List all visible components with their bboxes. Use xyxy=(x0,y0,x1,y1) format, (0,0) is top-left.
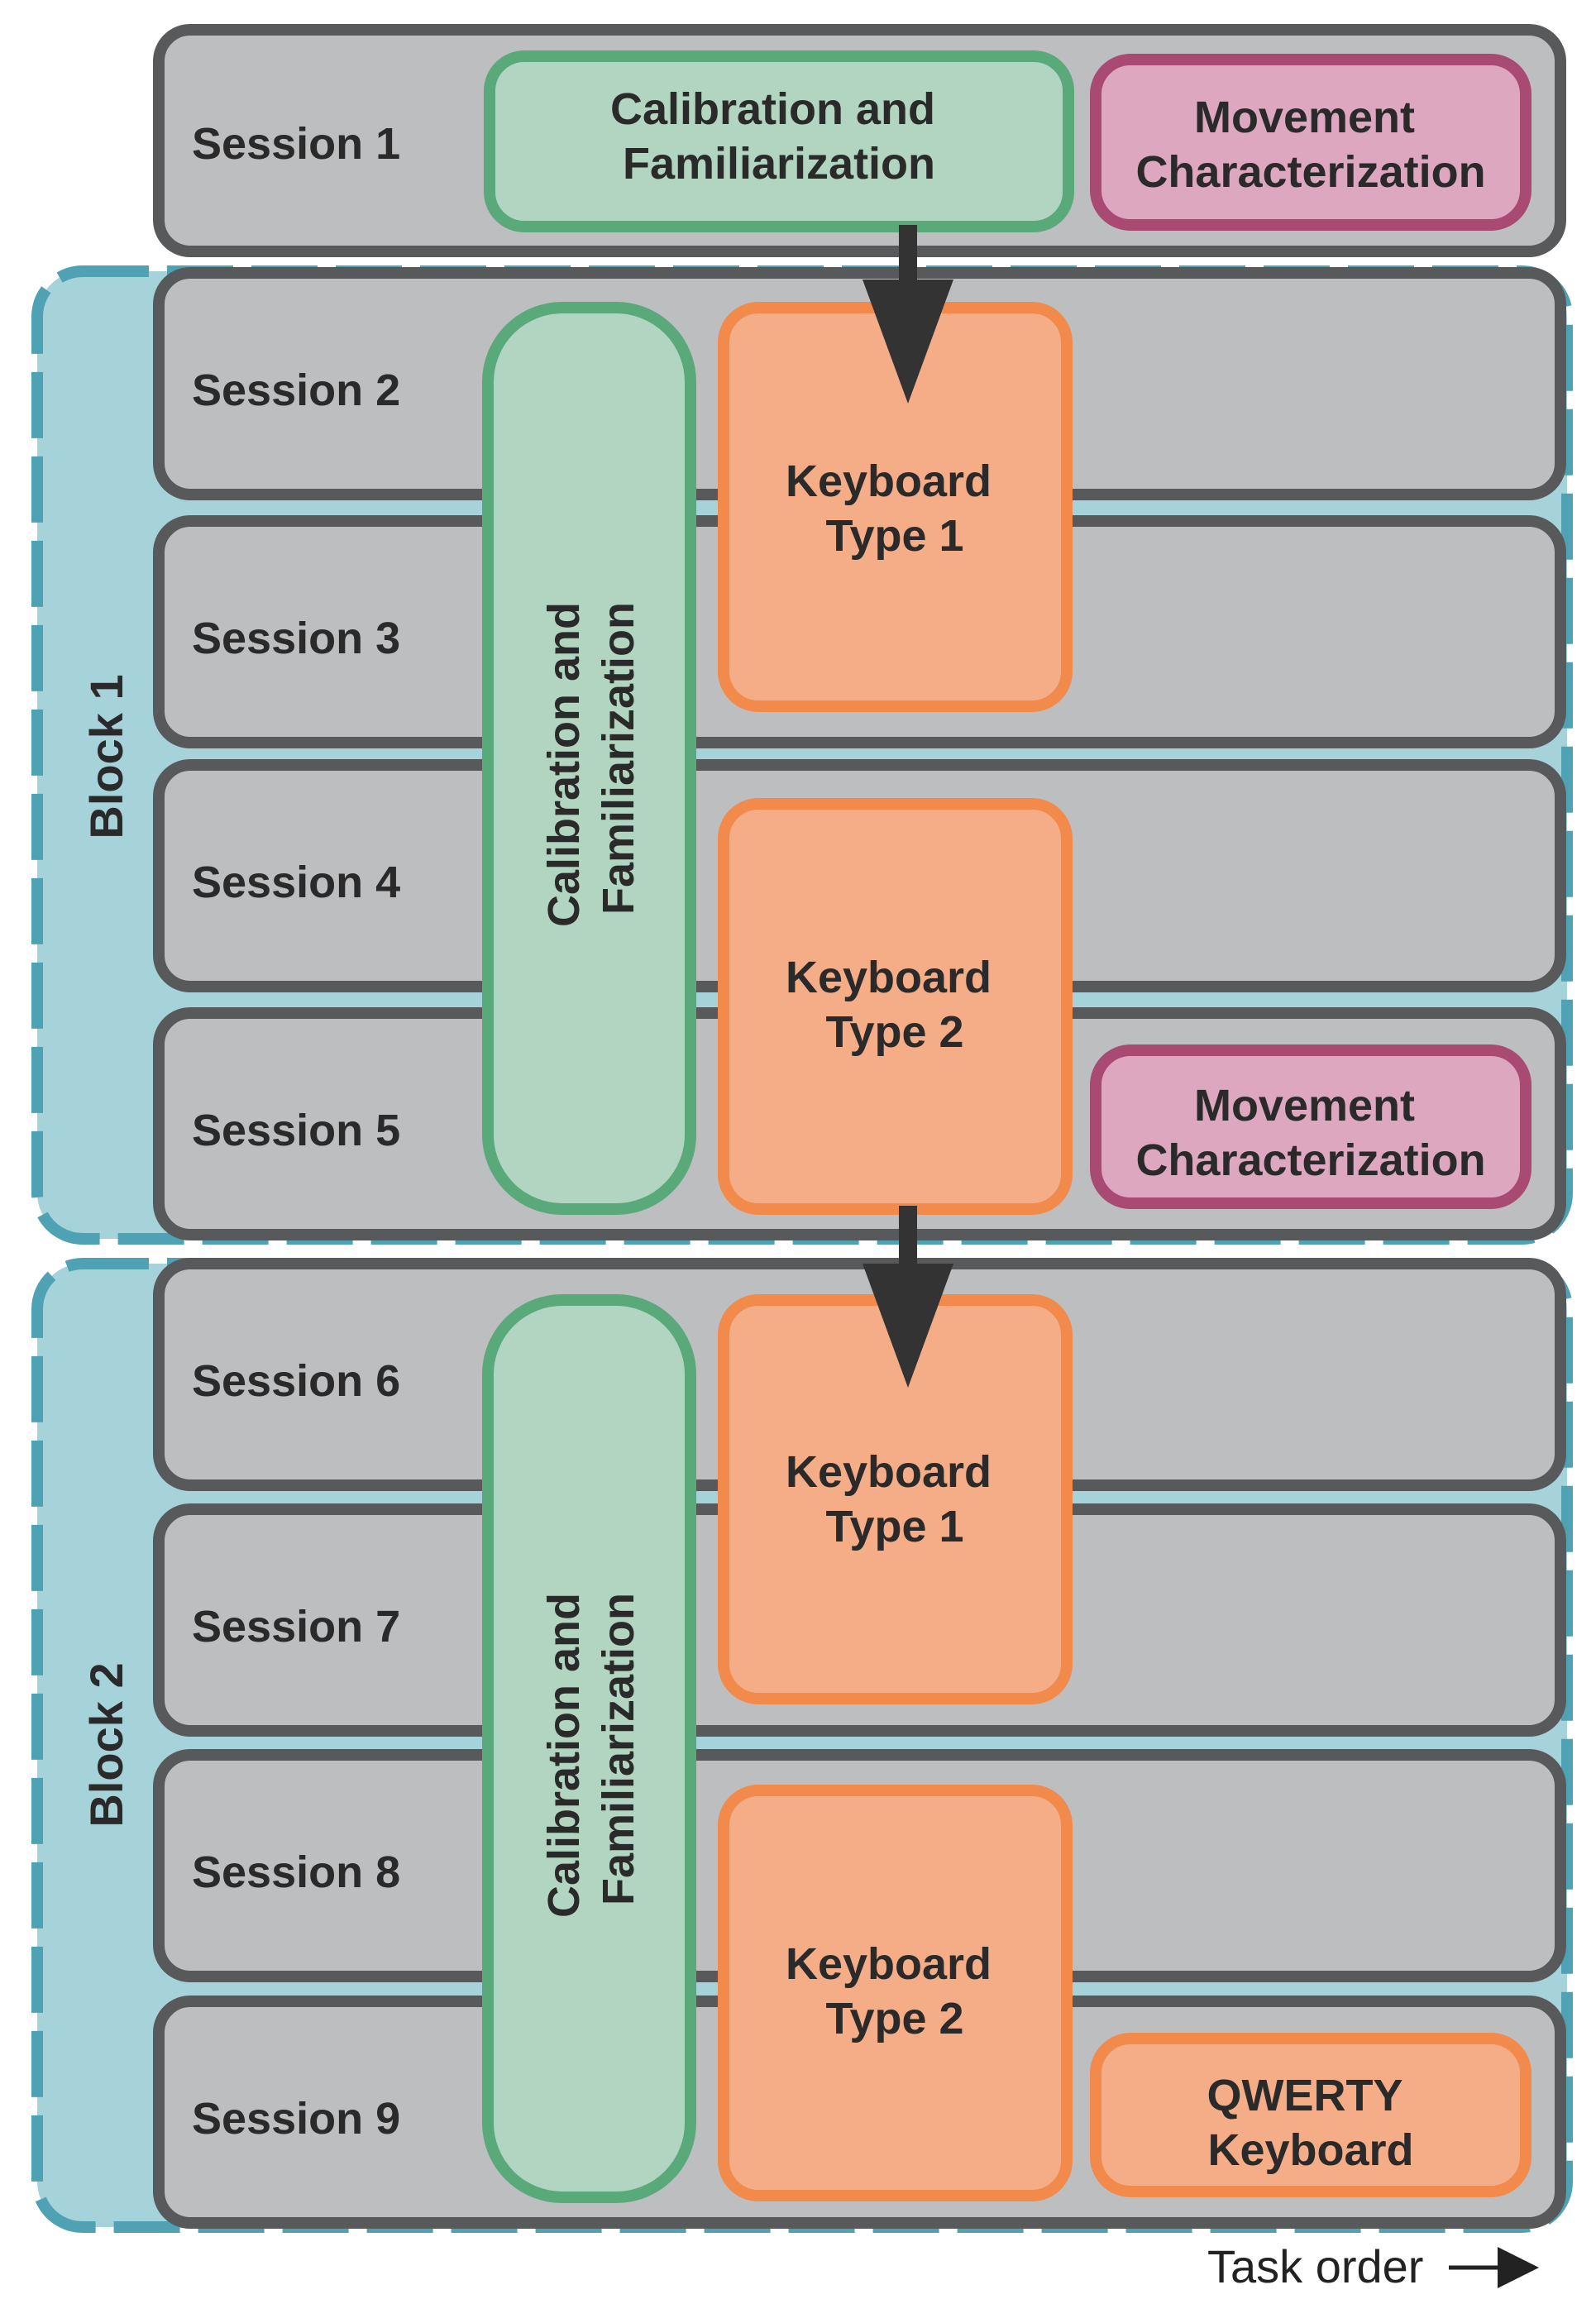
block-2-qwerty-label: QWERTY Keyboard xyxy=(1207,2071,1414,2175)
block-1-keyboard-1-line-1: Keyboard xyxy=(786,456,992,506)
block-1-calibration-shape xyxy=(482,302,696,1215)
block-1-label: Block 1 xyxy=(80,674,132,839)
block-2-keyboard-2-line-1: Keyboard xyxy=(786,1939,992,1989)
session-7-label: Session 7 xyxy=(192,1602,400,1651)
session-2-label: Session 2 xyxy=(192,366,400,415)
block-1-keyboard-2-line-1: Keyboard xyxy=(786,953,992,1002)
block-2-label: Block 2 xyxy=(80,1662,132,1827)
session-8-label: Session 8 xyxy=(192,1847,400,1897)
flow-arrow-block-1-to-block-2 xyxy=(863,1206,953,1388)
block-2-keyboard-2-box: Keyboard Type 2 xyxy=(718,1785,1073,2201)
block-2-calibration-shape xyxy=(482,1294,696,2203)
block-2-keyboard-2-shape xyxy=(718,1785,1073,2201)
block-2-calibration-line-2: Familiarization xyxy=(594,1593,643,1905)
block-2-calibration-box: Calibration and Familiarization xyxy=(482,1294,696,2203)
block-1-calibration-label: Calibration and Familiarization xyxy=(539,590,643,927)
session-1-calibration-box: Calibration and Familiarization xyxy=(484,50,1074,232)
block-2-qwerty-line-1: QWERTY xyxy=(1207,2071,1402,2120)
session-1-calibration-shape xyxy=(484,50,1074,232)
block-2-calibration-line-1: Calibration and xyxy=(539,1593,589,1918)
block-2-keyboard-2-label: Keyboard Type 2 xyxy=(786,1939,1004,2043)
block-2-qwerty-box: QWERTY Keyboard xyxy=(1090,2033,1531,2197)
task-order-legend: Task order xyxy=(1207,2240,1539,2292)
block-2-keyboard-1-box: Keyboard Type 1 xyxy=(718,1294,1073,1704)
session-1-movement-line-1: Movement xyxy=(1194,93,1415,142)
block-1-calibration-line-2: Familiarization xyxy=(594,602,643,915)
block-2-keyboard-1-line-2: Type 1 xyxy=(825,1502,963,1551)
block-1-movement-line-2: Characterization xyxy=(1135,1135,1485,1185)
flow-arrow-1-head xyxy=(863,280,953,404)
block-2-keyboard-1-label: Keyboard Type 1 xyxy=(786,1447,1004,1551)
session-4-label: Session 4 xyxy=(192,858,400,907)
session-1-movement-shape xyxy=(1090,54,1531,231)
block-1-keyboard-2-box: Keyboard Type 2 xyxy=(718,798,1073,1215)
flow-arrow-session-1-to-block-1 xyxy=(863,225,953,404)
session-1-movement-box: Movement Characterization xyxy=(1090,54,1531,231)
session-1-calibration-line-1: Calibration and xyxy=(610,84,935,134)
block-2-keyboard-1-shape xyxy=(718,1294,1073,1704)
block-1-calibration-line-1: Calibration and xyxy=(539,602,589,927)
block-2-keyboard-2-line-2: Type 2 xyxy=(825,1994,963,2043)
session-1-calibration-line-2: Familiarization xyxy=(623,139,935,189)
block-1-keyboard-1-line-2: Type 1 xyxy=(825,511,963,561)
block-2-qwerty-line-2: Keyboard xyxy=(1207,2125,1413,2175)
block-1-calibration-box: Calibration and Familiarization xyxy=(482,302,696,1215)
block-1-movement-shape xyxy=(1090,1044,1531,1209)
block-1-movement-label: Movement Characterization xyxy=(1135,1081,1485,1185)
task-order-label: Task order xyxy=(1207,2240,1423,2292)
session-3-label: Session 3 xyxy=(192,614,400,663)
block-1-keyboard-1-label: Keyboard Type 1 xyxy=(786,456,1004,561)
session-5-label: Session 5 xyxy=(192,1106,400,1155)
session-6-label: Session 6 xyxy=(192,1356,400,1406)
block-1-keyboard-1-box: Keyboard Type 1 xyxy=(718,302,1073,712)
block-1-keyboard-2-shape xyxy=(718,798,1073,1215)
session-1-movement-line-2: Characterization xyxy=(1135,147,1485,197)
block-2-keyboard-1-line-1: Keyboard xyxy=(786,1447,992,1497)
block-1-keyboard-2-label: Keyboard Type 2 xyxy=(786,953,1004,1057)
block-1-keyboard-2-line-2: Type 2 xyxy=(825,1007,963,1057)
session-1-calibration-label: Calibration and Familiarization xyxy=(610,84,948,189)
session-1-movement-label: Movement Characterization xyxy=(1135,93,1485,197)
block-2-qwerty-shape xyxy=(1090,2033,1531,2197)
block-2-calibration-label: Calibration and Familiarization xyxy=(539,1580,643,1918)
flow-arrow-2-head xyxy=(863,1264,953,1388)
block-1-movement-line-1: Movement xyxy=(1194,1081,1415,1130)
session-1-label: Session 1 xyxy=(192,119,400,169)
block-1-movement-box: Movement Characterization xyxy=(1090,1044,1531,1209)
session-9-label: Session 9 xyxy=(192,2094,400,2144)
